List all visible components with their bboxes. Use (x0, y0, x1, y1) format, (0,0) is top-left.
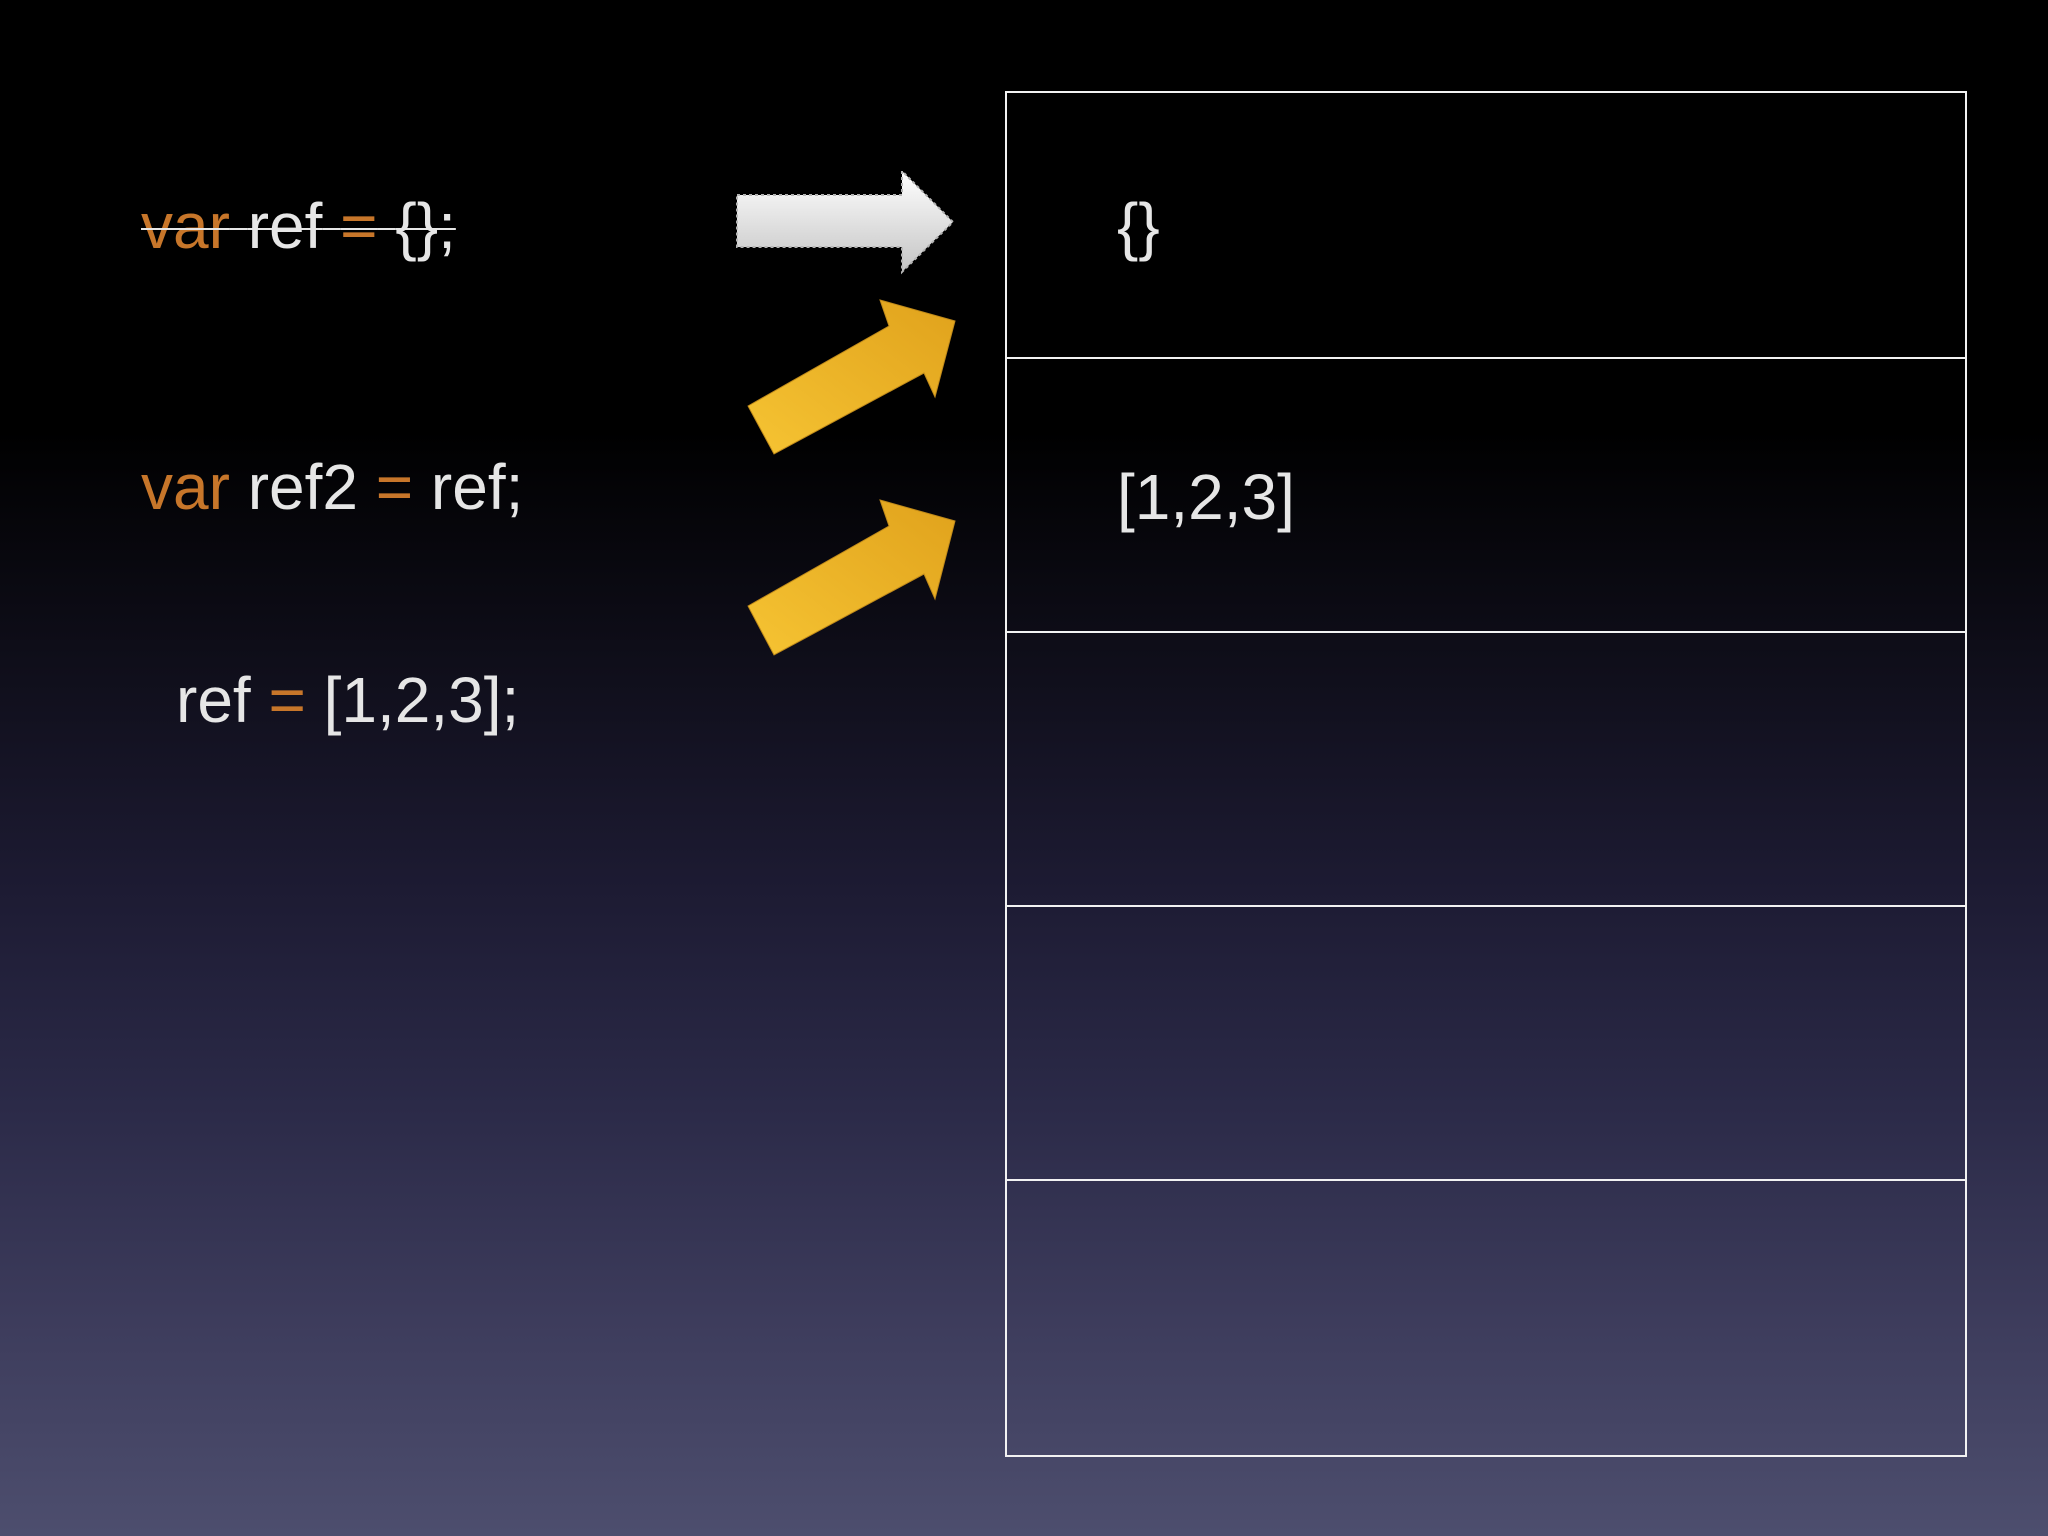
memory-cell-3 (1007, 631, 1965, 907)
identifier-ref2: ref2 (247, 451, 358, 523)
value-object: {}; (395, 190, 456, 262)
identifier-ref: ref (247, 190, 323, 262)
ref2-arrow (747, 299, 956, 455)
operator-equals: = (340, 190, 378, 262)
memory-cell-value: {} (1117, 190, 1160, 262)
ref-new-arrow (747, 499, 956, 656)
memory-cell-2: [1,2,3] (1007, 357, 1965, 633)
memory-heap-table: {} [1,2,3] (1005, 91, 1967, 1457)
operator-equals: = (268, 664, 306, 736)
value-ref: ref; (430, 451, 524, 523)
keyword-var: var (141, 451, 230, 523)
memory-cell-1: {} (1007, 93, 1965, 357)
ref-old-arrow (736, 168, 955, 275)
operator-equals: = (375, 451, 414, 523)
keyword-var: var (141, 190, 230, 262)
memory-cell-4 (1007, 905, 1965, 1181)
memory-cell-5 (1007, 1179, 1965, 1457)
code-line-1-struck: var ref = {}; (141, 194, 456, 258)
memory-cell-value: [1,2,3] (1117, 461, 1295, 533)
code-line-3: ref = [1,2,3]; (176, 668, 519, 732)
identifier-ref: ref (176, 664, 251, 736)
value-array: [1,2,3]; (323, 664, 520, 736)
code-line-2: var ref2 = ref; (141, 455, 523, 519)
